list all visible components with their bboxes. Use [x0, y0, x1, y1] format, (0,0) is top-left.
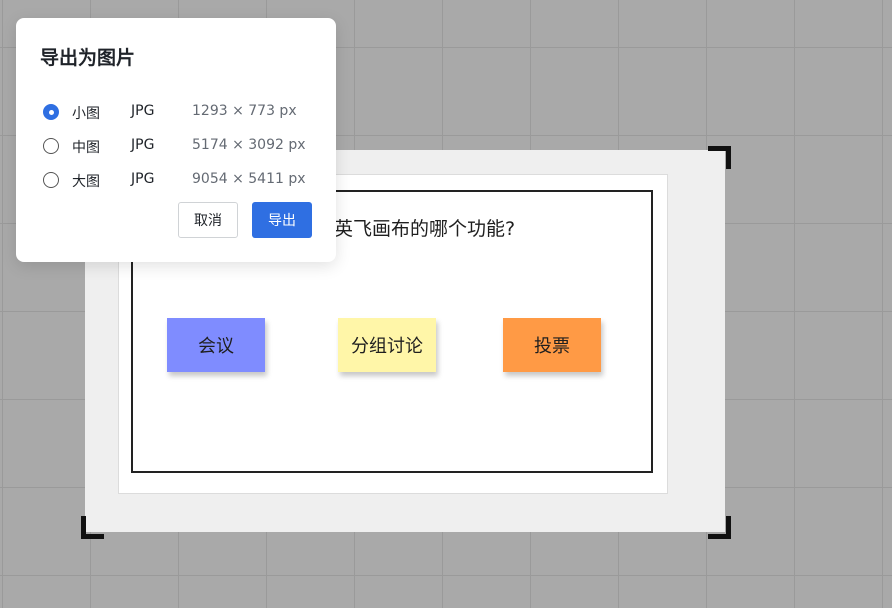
option-large[interactable]: 大图 JPG 9054 × 5411 px — [16, 168, 336, 192]
option-size-label: 大图 — [72, 174, 100, 190]
radio-medium[interactable] — [43, 138, 59, 154]
sticky-note-vote[interactable]: 投票 — [503, 318, 601, 372]
crop-handle-top-right[interactable] — [708, 146, 731, 169]
sticky-note-meeting[interactable]: 会议 — [167, 318, 265, 372]
option-size-label: 中图 — [72, 140, 100, 156]
cancel-button[interactable]: 取消 — [178, 202, 238, 238]
export-button[interactable]: 导出 — [252, 202, 312, 238]
radio-small[interactable] — [43, 104, 59, 120]
option-medium[interactable]: 中图 JPG 5174 × 3092 px — [16, 134, 336, 158]
export-image-dialog: 导出为图片 小图 JPG 1293 × 773 px 中图 JPG 5174 ×… — [16, 18, 336, 262]
dialog-title: 导出为图片 — [40, 47, 136, 69]
radio-large[interactable] — [43, 172, 59, 188]
option-format: JPG — [131, 171, 155, 187]
option-dimensions: 5174 × 3092 px — [192, 137, 306, 153]
option-format: JPG — [131, 103, 155, 119]
option-dimensions: 1293 × 773 px — [192, 103, 297, 119]
crop-handle-bottom-left[interactable] — [81, 516, 104, 539]
sticky-note-group-discussion[interactable]: 分组讨论 — [338, 318, 436, 372]
board-question[interactable]: 英飞画布的哪个功能? — [334, 218, 516, 240]
option-small[interactable]: 小图 JPG 1293 × 773 px — [16, 100, 336, 124]
option-format: JPG — [131, 137, 155, 153]
crop-handle-bottom-right[interactable] — [708, 516, 731, 539]
option-size-label: 小图 — [72, 106, 100, 122]
option-dimensions: 9054 × 5411 px — [192, 171, 306, 187]
